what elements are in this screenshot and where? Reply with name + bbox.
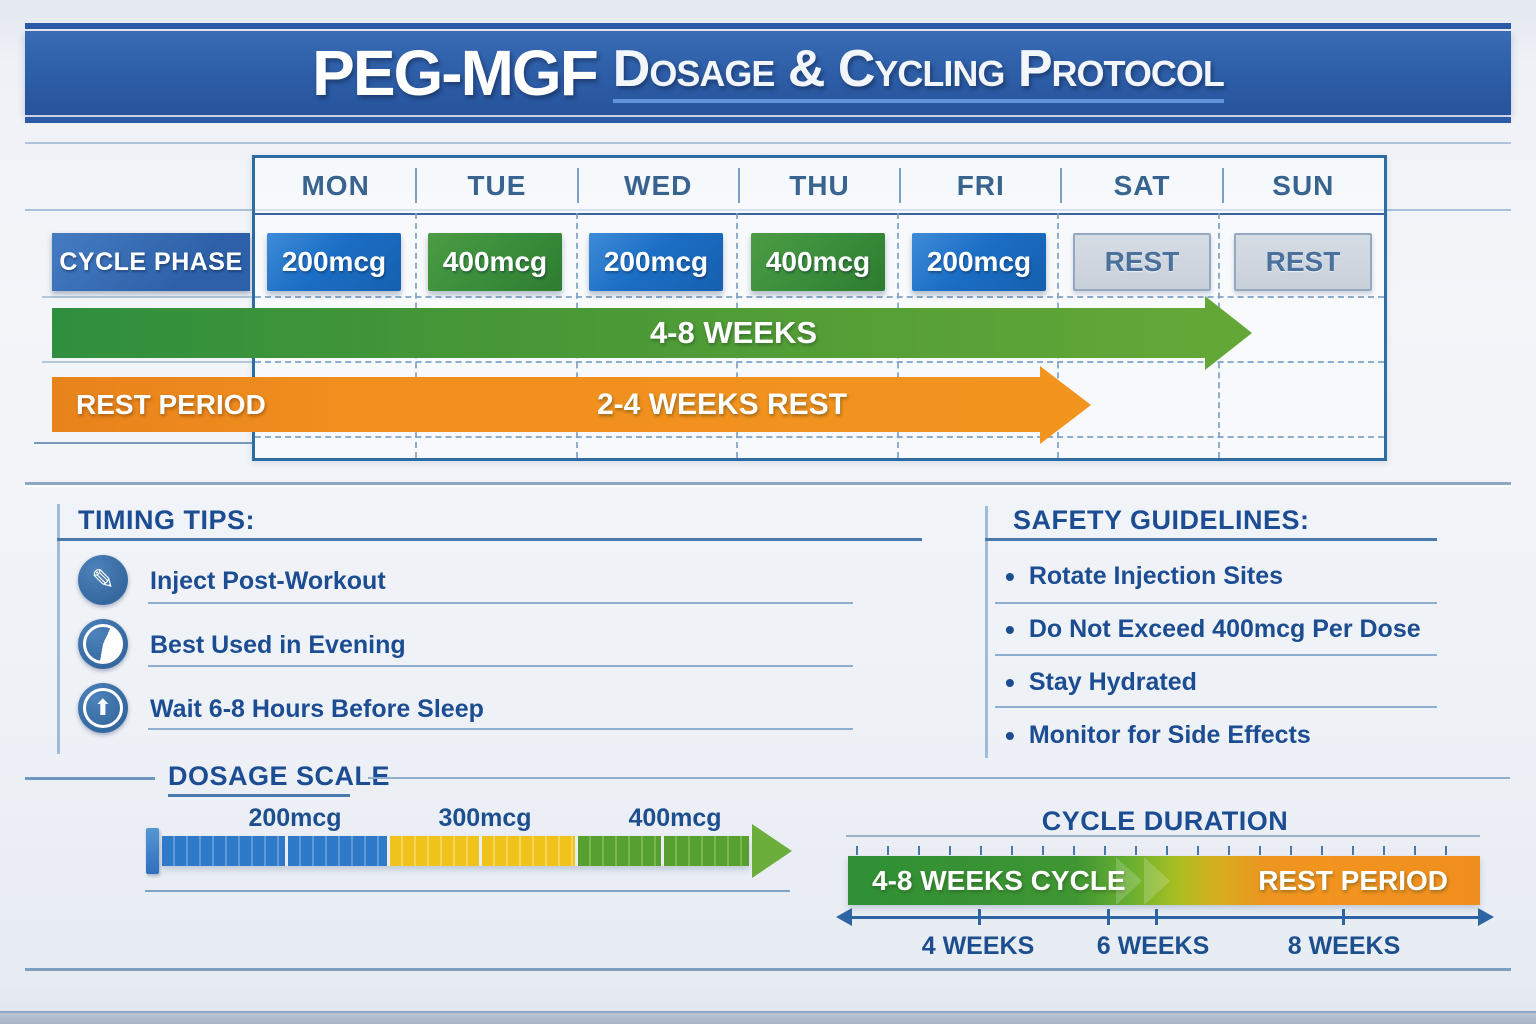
dosage-scale-heading-underline [168,794,350,797]
mid-divider [25,482,1511,485]
dosage-scale-left-dash [25,777,155,780]
dose-cell-sat: REST [1073,233,1211,291]
dosage-scale-underline [145,890,790,892]
banner-bottom-stripe [25,117,1511,123]
axis-right-arrowhead [1478,908,1494,926]
page-title-product: PEG-MGF [312,37,599,109]
duration-axis [845,916,1480,919]
bullet-icon: • [1005,666,1015,698]
scale-segment-yellow [482,836,575,866]
cycle-length-arrow-label: 4-8 WEEKS [649,315,818,350]
timing-tip-text: Inject Post-Workout [150,567,386,595]
scale-segment-blue [162,836,285,866]
cycle-bar-left-label: 4-8 WEEKS CYCLE [872,864,1126,896]
dose-cell-mon: 200mcg [267,233,401,291]
timing-tip-separator [148,602,853,604]
syringe-icon: ✎ [78,555,128,605]
safety-border [985,506,988,758]
scale-segment-blue [288,836,387,866]
page-title-subtitle: Dosage & Cycling Protocol [612,43,1225,103]
day-header-wed: WED [576,158,739,213]
cycle-duration-ticks [856,846,1476,855]
safety-item: • Rotate Injection Sites [1005,560,1284,592]
rest-length-arrow-label: 2-4 WEEKS REST [596,387,848,421]
safety-heading-underline [985,538,1437,541]
safety-heading: SAFETY GUIDELINES: [1013,505,1310,535]
day-header-tue: TUE [415,158,577,213]
cycle-phase-label: CYCLE PHASE [52,233,250,291]
scale-segment-green [578,836,661,866]
cycle-duration-heading: CYCLE DURATION [1041,806,1289,836]
row-grid-line [255,361,1384,363]
cycle-arrow-head [1205,296,1252,370]
chevron-icon [1116,856,1142,905]
top-divider [25,142,1511,144]
timing-tip-text: Wait 6-8 Hours Before Sleep [150,695,484,723]
row-grid-line [255,296,1384,298]
dose-cell-fri: 200mcg [912,233,1046,291]
left-guide-line [42,361,252,363]
bullet-icon: • [1005,560,1015,592]
safety-item: • Stay Hydrated [1005,666,1197,698]
day-header-mon: MON [301,169,370,201]
axis-label-8-weeks: 8 WEEKS [1287,932,1401,960]
cycle-length-arrow: 4-8 WEEKS [52,308,1205,358]
timing-tips-border [57,504,60,754]
day-header-sat: SAT [1060,158,1222,213]
cycle-duration-heading-underline [846,835,1480,837]
bullet-icon: • [1005,719,1015,751]
row-grid-line [255,436,1384,438]
scale-label-300: 300mcg [438,804,532,832]
safety-separator [995,654,1437,656]
scale-segment-yellow [390,836,479,866]
day-header-thu: THU [737,158,900,213]
banner: PEG-MGF Dosage & Cycling Protocol [25,31,1511,115]
bottom-band [0,1011,1536,1024]
dose-cell-sun: REST [1234,233,1372,291]
arrow-up-icon: ⬆ [78,683,128,733]
banner-top-stripe [25,23,1511,29]
safety-item: • Do Not Exceed 400mcg Per Dose [1005,613,1421,645]
dose-cell-wed: 200mcg [589,233,723,291]
scale-start-cap [146,828,159,874]
scale-segment-green [664,836,749,866]
scale-label-400: 400mcg [628,804,722,832]
chevron-icon [1144,856,1170,905]
rest-period-row-label: REST PERIOD [76,388,266,420]
cycle-duration-bar: 4-8 WEEKS CYCLE REST PERIOD [848,856,1480,905]
axis-tick [1342,909,1345,925]
dose-cell-tue: 400mcg [428,233,562,291]
timing-tips-heading-underline [57,538,922,541]
axis-label-6-weeks: 6 WEEKS [1096,932,1210,960]
dosage-scale-bar [162,836,749,866]
timing-tips-heading: TIMING TIPS: [78,505,255,535]
scale-label-200: 200mcg [248,804,342,832]
safety-separator [995,706,1437,708]
timing-tip-text: Best Used in Evening [150,631,406,659]
rest-length-arrow: REST PERIOD 2-4 WEEKS REST [52,377,1040,432]
safety-item: • Monitor for Side Effects [1005,719,1311,751]
bottom-divider [25,968,1511,971]
axis-tick [978,909,981,925]
axis-tick [1155,909,1158,925]
day-header-row: MON TUE WED THU FRI SAT SUN [255,158,1384,215]
timing-tip-separator [148,728,853,730]
timing-tip-separator [148,665,853,667]
dose-cell-thu: 400mcg [751,233,885,291]
bullet-icon: • [1005,613,1015,645]
cycle-bar-right-label: REST PERIOD [1258,864,1448,896]
dosage-scale-heading: DOSAGE SCALE [168,761,391,791]
safety-separator [995,602,1437,604]
left-guide-line [34,442,252,444]
axis-label-4-weeks: 4 WEEKS [921,932,1035,960]
rest-arrow-head [1040,366,1091,444]
clock-icon [78,619,128,669]
dosage-scale-right-line [368,777,1510,779]
axis-left-arrowhead [836,908,852,926]
axis-tick [1107,909,1110,925]
left-guide-line [42,296,252,298]
day-header-sun: SUN [1221,158,1384,213]
scale-arrow-head [752,824,792,878]
day-header-fri: FRI [899,158,1061,213]
